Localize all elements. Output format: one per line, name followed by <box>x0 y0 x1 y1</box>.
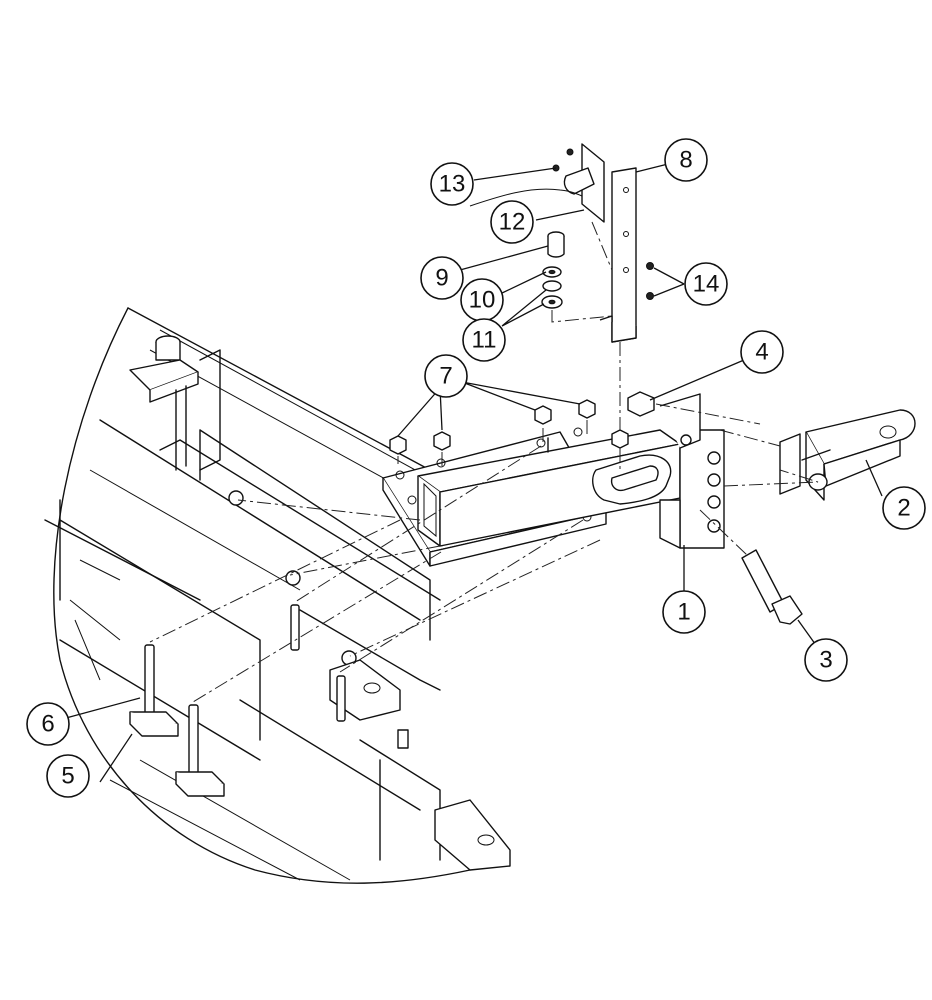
light-bracket-12 <box>552 143 605 223</box>
washer-10 <box>542 266 562 278</box>
callout-8: 8 <box>664 138 708 182</box>
screws-14 <box>646 262 654 300</box>
svg-text:2: 2 <box>897 495 910 522</box>
tow-hook <box>592 454 672 505</box>
svg-text:9: 9 <box>435 265 448 292</box>
svg-text:14: 14 <box>693 271 720 298</box>
callout-7: 7 <box>424 354 468 398</box>
callout-4: 4 <box>740 330 784 374</box>
svg-text:8: 8 <box>679 147 692 174</box>
callout-3: 3 <box>804 638 848 682</box>
callout-6: 6 <box>26 702 70 746</box>
frame-mount-bracket <box>129 335 221 471</box>
hitch-pin-part <box>741 549 803 625</box>
hitch-bracket-1 <box>659 393 725 549</box>
svg-text:7: 7 <box>439 363 452 390</box>
upright-bracket-8 <box>599 167 637 343</box>
leader-lines <box>65 163 883 783</box>
callout-9: 9 <box>420 256 464 300</box>
drawbar-part <box>779 409 916 501</box>
washers-11 <box>541 280 563 309</box>
callout-11: 11 <box>462 318 506 362</box>
t-plate-parts <box>129 711 225 797</box>
callout-12: 12 <box>490 200 534 244</box>
svg-text:10: 10 <box>469 287 496 314</box>
svg-text:5: 5 <box>61 763 74 790</box>
svg-text:1: 1 <box>677 599 690 626</box>
frame-detail-view <box>44 307 511 884</box>
callout-5: 5 <box>46 754 90 798</box>
callout-10: 10 <box>460 278 504 322</box>
callout-14: 14 <box>684 262 728 306</box>
svg-text:12: 12 <box>499 209 526 236</box>
svg-text:4: 4 <box>755 339 768 366</box>
svg-text:13: 13 <box>439 171 466 198</box>
callout-1: 1 <box>662 590 706 634</box>
callout-2: 2 <box>882 486 926 530</box>
svg-text:3: 3 <box>819 647 832 674</box>
svg-text:6: 6 <box>41 711 54 738</box>
assembly-centerlines <box>149 221 819 703</box>
bolt-9 <box>547 231 565 258</box>
callout-13: 13 <box>430 162 474 206</box>
stud-parts <box>144 604 346 781</box>
wire-harness <box>469 188 583 207</box>
svg-text:11: 11 <box>472 327 497 354</box>
